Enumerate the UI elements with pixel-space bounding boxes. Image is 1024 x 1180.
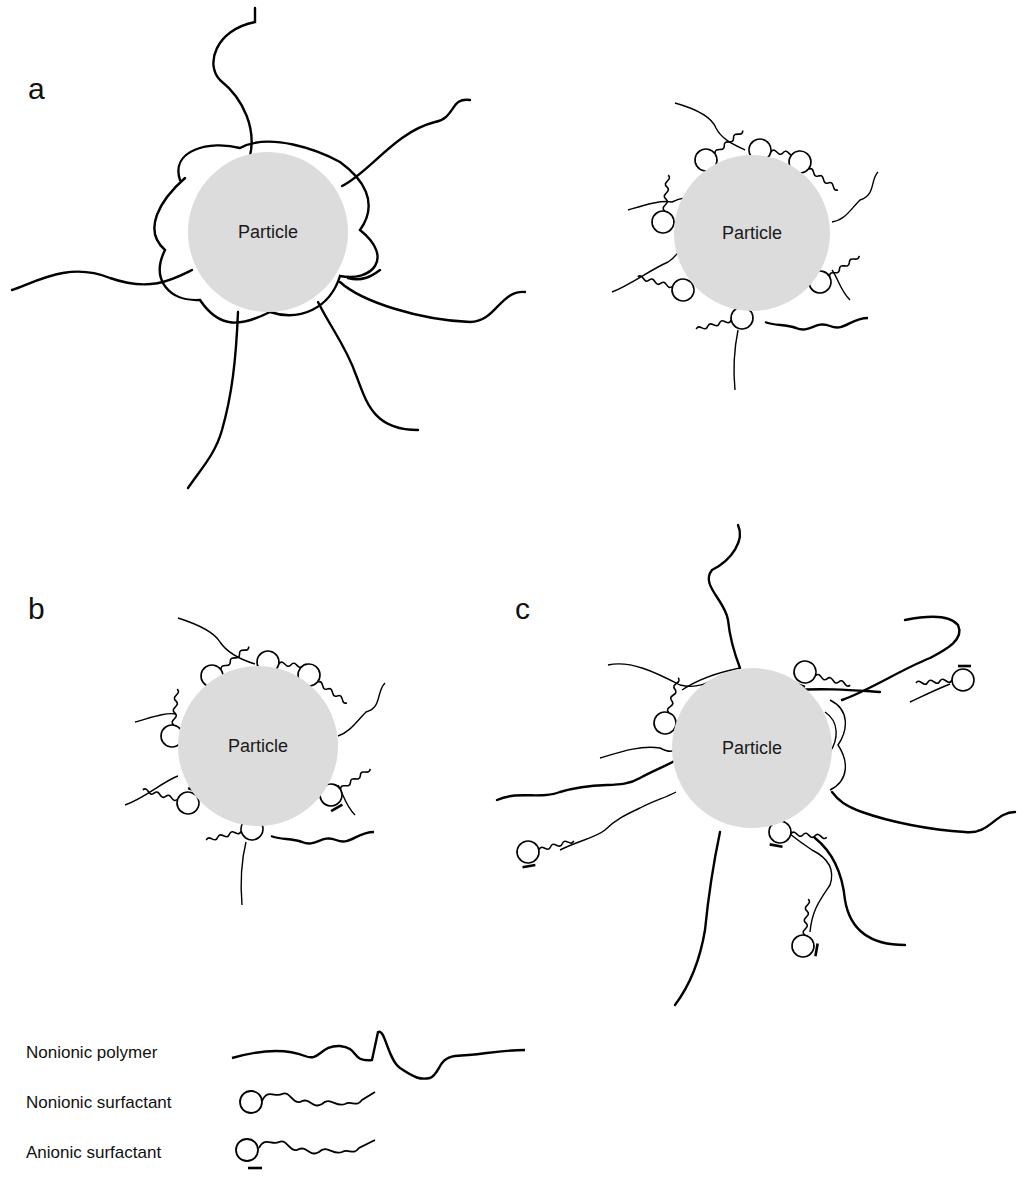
particle-label: Particle [228,736,288,757]
legend-text: Nonionic surfactant [26,1093,172,1113]
particle-circle: Particle [672,668,832,828]
thin-polymer-chains [612,103,878,390]
panel-letter: b [28,592,45,626]
thin-polymer-chains [125,618,385,905]
panel-letter: a [28,72,45,106]
particle-circle: Particle [188,152,348,312]
polymer-chains [12,8,525,488]
thin-polymer-chains [560,664,950,932]
legend-samples [232,1032,525,1168]
panel-letter: c [515,592,530,626]
legend-text: Nonionic polymer [26,1043,157,1063]
particle-label: Particle [722,738,782,759]
particle-circle: Particle [674,155,830,311]
particle-label: Particle [722,223,782,244]
legend-text: Anionic surfactant [26,1143,161,1163]
particle-circle: Particle [178,666,338,826]
particle-label: Particle [238,222,298,243]
polymer-chains [497,525,1015,1005]
